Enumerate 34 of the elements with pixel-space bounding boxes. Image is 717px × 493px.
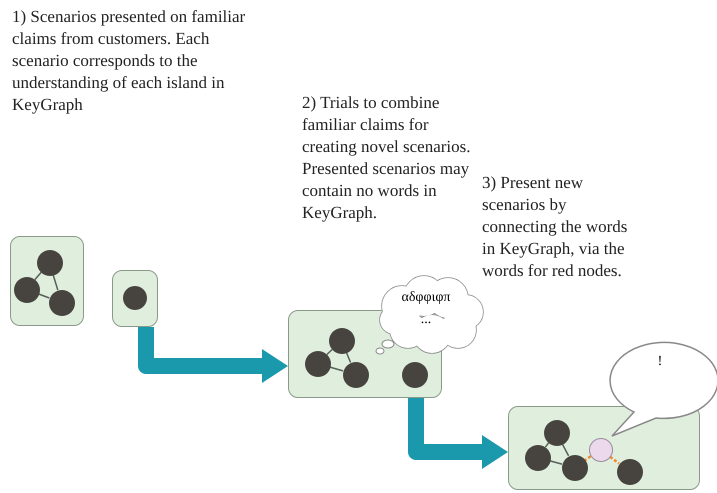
step-description: 3) Present new scenarios by connecting the words in KeyGraph, via the words for red nodes. <box>482 172 628 282</box>
node-dot <box>342 362 368 388</box>
node-dot <box>544 420 570 446</box>
bent-arrow <box>138 327 288 383</box>
link-line <box>550 460 562 465</box>
node-dot <box>48 290 74 316</box>
island-panel <box>10 236 84 326</box>
step-description: 1) Scenarios presented on familiar claims from customers. Each scenario corresponds to the understanding of each island in KeyGraph <box>12 6 246 116</box>
node-dot <box>122 286 146 310</box>
node-dot <box>524 444 550 470</box>
node-dot <box>304 350 330 376</box>
node-dot <box>328 328 354 354</box>
link-line <box>34 272 42 280</box>
bubble-text: ! <box>656 354 664 370</box>
bubble-text: αδφφιφπ <box>400 290 452 306</box>
node-dot <box>36 250 62 276</box>
link-line <box>544 442 550 448</box>
island-panel <box>112 270 158 327</box>
link-line <box>330 366 344 372</box>
link-line <box>562 444 570 456</box>
link-line <box>38 293 50 299</box>
node-dot <box>616 458 642 484</box>
node-dot <box>562 454 588 480</box>
node-dot <box>588 438 612 462</box>
bubble-text: ... <box>420 312 432 328</box>
node-dot <box>402 362 428 388</box>
link-line <box>52 274 59 290</box>
dotted-line <box>584 455 592 462</box>
link-line <box>346 352 352 363</box>
step-description: 2) Trials to combine familiar claims for creating novel scenarios. Presented scenarios may contain no words in KeyGraph. <box>302 92 472 224</box>
link-line <box>326 348 333 356</box>
island-panel <box>508 406 700 490</box>
dotted-line <box>609 456 620 465</box>
node-dot <box>14 276 40 302</box>
